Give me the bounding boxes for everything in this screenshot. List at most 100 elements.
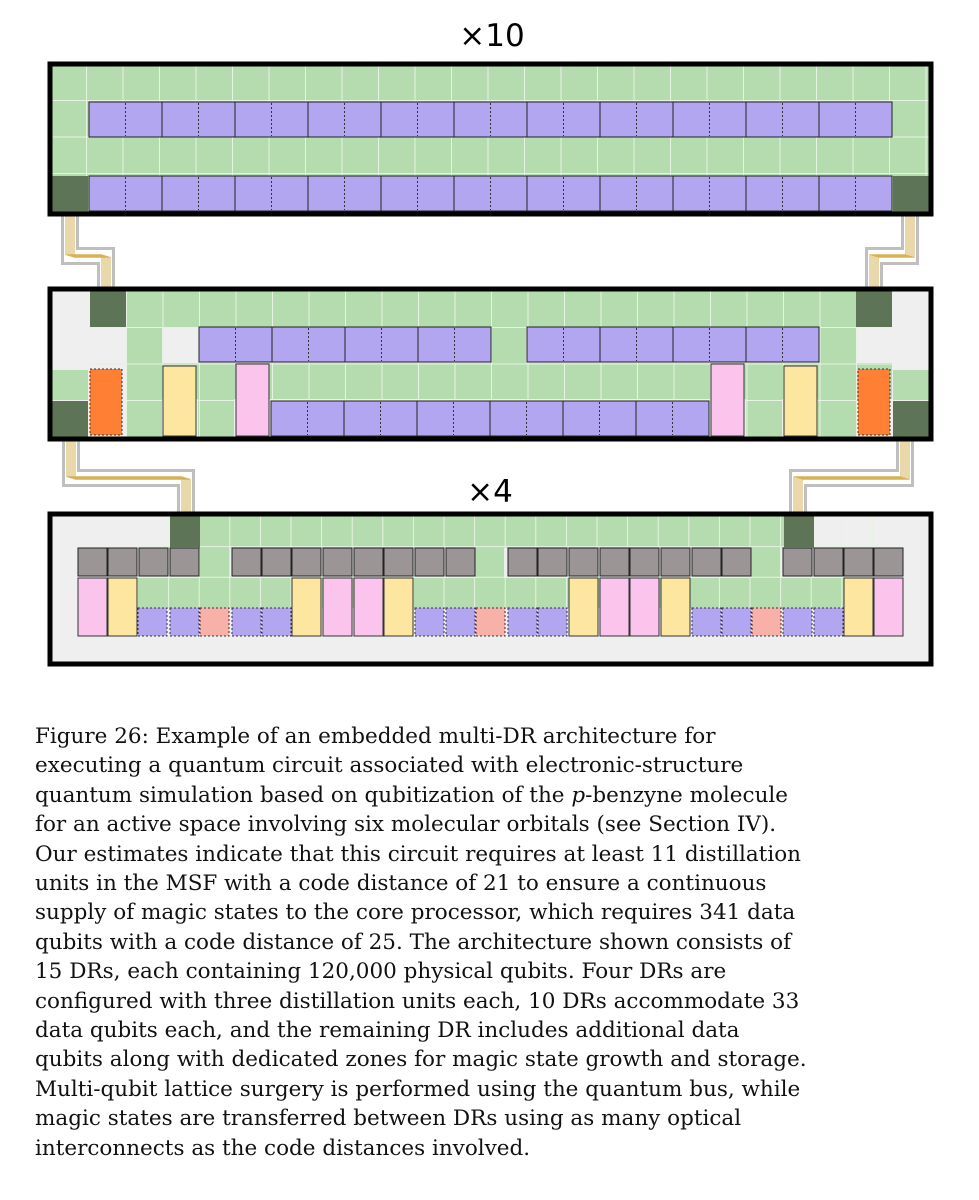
caption-line: qubits with a code distance of 25. The a…	[35, 929, 792, 955]
quantum-bus	[750, 548, 780, 578]
distillation-unit	[537, 547, 568, 577]
distillation-unit	[721, 547, 752, 577]
quantum-bus	[818, 327, 856, 437]
magic-growth-zone	[843, 577, 874, 637]
distillation-unit	[782, 547, 813, 577]
data-qubit-cell	[414, 607, 445, 637]
magic-growth-zone	[162, 365, 197, 437]
data-qubit-cell	[507, 607, 538, 637]
interconnect-port	[170, 516, 200, 548]
distillation-unit	[599, 547, 630, 577]
interconnect-port	[893, 401, 929, 437]
data-qubit-cell	[782, 607, 813, 637]
interconnect-top-right-inner	[868, 212, 916, 292]
quantum-bus	[90, 291, 856, 327]
magic-state-cell	[475, 607, 506, 637]
interconnect-port	[52, 176, 88, 212]
interconnect-fiber	[799, 432, 908, 517]
quantum-bus	[170, 516, 814, 548]
interconnect-fiber	[70, 432, 187, 516]
distillation-region-bottom	[47, 511, 934, 667]
caption-line: supply of magic states to the core proce…	[35, 900, 796, 926]
magic-storage-zone	[873, 577, 904, 637]
data-qubit-cell	[137, 607, 168, 637]
magic-growth-zone	[107, 577, 138, 637]
interconnect-fiber	[73, 213, 111, 294]
magic-growth-zone	[660, 577, 691, 637]
interconnect-fiber	[67, 211, 105, 292]
interconnect-fiber	[869, 210, 907, 291]
optical-interconnects	[61, 210, 919, 518]
quantum-bus	[490, 327, 526, 363]
interconnect-fiber	[74, 433, 191, 518]
distillation-unit	[383, 547, 414, 577]
interconnect-port	[90, 291, 126, 327]
data-qubit-cell	[813, 607, 844, 637]
magic-storage-zone	[599, 577, 630, 637]
interconnect-top-left-inner	[64, 212, 112, 292]
magic-state-cell	[751, 607, 782, 637]
interconnect-fiber	[793, 430, 902, 515]
caption-line: configured with three distillation units…	[35, 988, 800, 1014]
data-region-top	[47, 61, 934, 217]
quantum-bus	[200, 548, 230, 578]
caption-line: qubits along with dedicated zones for ma…	[35, 1047, 807, 1073]
magic-growth-zone	[783, 365, 818, 437]
distillation-unit	[629, 547, 660, 577]
quantum-bus	[138, 578, 874, 608]
interconnect-fiber	[795, 431, 904, 516]
top-multiplier-label: ×10	[459, 18, 524, 54]
distillation-unit	[568, 547, 599, 577]
interconnect-fiber	[72, 432, 189, 517]
interconnect-fiber	[797, 432, 906, 516]
caption-line: quantum simulation based on qubitization…	[35, 782, 789, 808]
data-qubit-cell	[231, 607, 262, 637]
caption-line: Figure 26: Example of an embedded multi-…	[35, 724, 716, 749]
caption-line: Multi-qubit lattice surgery is performed…	[35, 1076, 801, 1102]
magic-state-cell	[199, 607, 230, 637]
caption-line: data qubits each, and the remaining DR i…	[35, 1018, 740, 1044]
data-qubit-cell	[261, 607, 292, 637]
interconnect-port	[893, 176, 929, 212]
magic-storage-zone	[629, 577, 660, 637]
data-region-middle	[47, 286, 934, 442]
distillation-unit	[291, 547, 322, 577]
distillation-unit	[107, 547, 138, 577]
interconnect-fiber	[68, 431, 185, 516]
distillation-unit	[445, 547, 476, 577]
interconnect-port	[52, 401, 88, 437]
distillation-unit	[77, 547, 108, 577]
distillation-unit	[660, 547, 691, 577]
interconnect-fiber	[69, 212, 107, 292]
interconnect-fiber	[71, 212, 109, 293]
distillation-unit	[169, 547, 200, 577]
distillation-unit	[261, 547, 292, 577]
distillation-unit	[353, 547, 384, 577]
data-qubit-cell	[537, 607, 568, 637]
caption-line: units in the MSF with a code distance of…	[35, 871, 767, 897]
bottom-multiplier-label: ×4	[467, 474, 513, 510]
distillation-unit	[138, 547, 169, 577]
quantum-bus	[126, 327, 162, 437]
interconnect-fiber	[873, 212, 911, 292]
caption-line: interconnects as the code distances invo…	[35, 1135, 531, 1161]
distillation-unit	[322, 547, 353, 577]
magic-storage-zone	[710, 363, 745, 437]
caption-line: magic states are transferred between DRs…	[35, 1106, 742, 1132]
quantum-bus	[893, 370, 929, 400]
magic-storage-zone	[77, 577, 108, 637]
distillation-unit	[813, 547, 844, 577]
interconnect-mid-right-inner	[792, 432, 911, 516]
caption-line: Our estimates indicate that this circuit…	[35, 841, 801, 867]
interconnect-fiber	[877, 213, 915, 294]
magic-storage-zone	[353, 577, 384, 637]
distillation-unit	[507, 547, 538, 577]
data-qubit-cell	[169, 607, 200, 637]
distillation-unit	[873, 547, 904, 577]
caption-line: for an active space involving six molecu…	[35, 812, 777, 838]
distillation-unit	[414, 547, 445, 577]
interconnect-fiber	[66, 430, 183, 515]
magic-growth-zone	[568, 577, 599, 637]
distillation-unit	[843, 547, 874, 577]
quantum-bus	[52, 370, 88, 400]
